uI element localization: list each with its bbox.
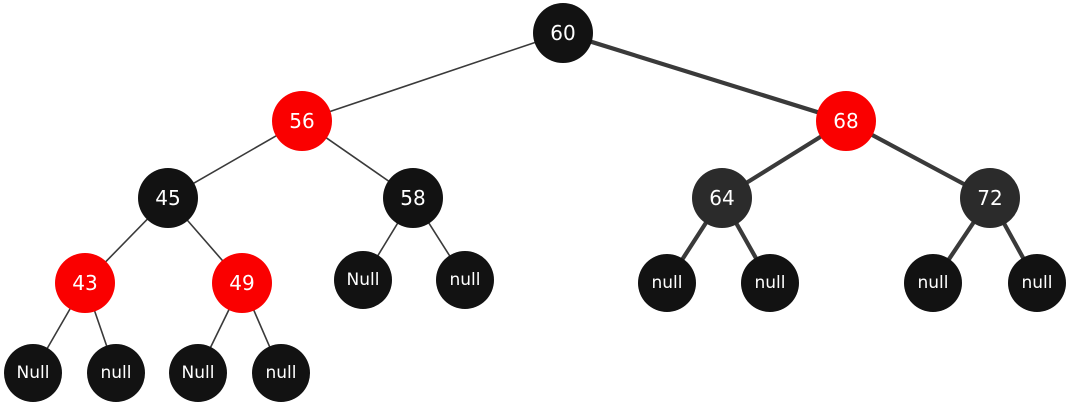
tree-leaf-node[interactable]: null [1008,254,1066,312]
tree-node-label: null [265,362,297,383]
tree-node-60[interactable]: 60 [533,3,593,63]
tree-edge [324,136,391,183]
tree-node-45[interactable]: 45 [138,168,198,228]
tree-node-56[interactable]: 56 [272,91,332,151]
tree-edge [945,219,977,263]
tree-leaf-node[interactable]: null [87,344,145,402]
tree-edge [868,132,968,187]
tree-leaf-node[interactable]: null [638,254,696,312]
tree-edge [185,218,225,263]
tree-node-label: 43 [72,271,98,295]
tree-edge [743,133,825,186]
tree-node-58[interactable]: 58 [383,168,443,228]
tree-node-label: null [754,272,786,293]
tree-edge [427,220,452,258]
tree-leaf-node[interactable]: null [904,254,962,312]
tree-edge [209,307,231,350]
tree-node-49[interactable]: 49 [212,253,272,313]
tree-edge [93,308,109,349]
tree-node-label: null [100,362,132,383]
tree-edge [327,41,538,113]
tree-node-43[interactable]: 43 [55,253,115,313]
tree-edge [679,219,709,263]
tree-leaf-node[interactable]: null [741,254,799,312]
tree-node-label: Null [16,362,50,383]
tree-node-label: Null [181,362,215,383]
tree-node-label: null [917,272,949,293]
tree-edge [376,221,400,258]
tree-node-label: Null [346,269,380,290]
tree-node-label: 45 [155,186,181,210]
tree-node-label: null [1021,272,1053,293]
tree-node-label: 58 [400,186,426,210]
tree-node-label: 72 [977,186,1003,210]
tree-node-68[interactable]: 68 [816,91,876,151]
tree-leaf-node[interactable]: null [252,344,310,402]
tree-node-64[interactable]: 64 [692,168,752,228]
tree-leaf-node[interactable]: Null [334,251,392,309]
tree-node-label: 68 [833,109,859,133]
tree-node-label: 60 [550,21,576,45]
tree-node-label: 56 [289,109,315,133]
tree-leaf-node[interactable]: Null [169,344,227,402]
tree-node-label: null [651,272,683,293]
tree-node-label: 49 [229,271,255,295]
tree-edge [252,307,272,350]
tree-edge [103,217,150,264]
tree-edge [45,306,72,351]
tree-edge [587,39,822,115]
tree-leaf-node[interactable]: Null [4,344,62,402]
tree-edge [1001,220,1027,262]
tree-node-label: 64 [709,186,735,210]
tree-edge [191,134,279,185]
tree-edge [733,220,759,262]
tree-leaf-node[interactable]: null [436,251,494,309]
tree-node-label: null [449,269,481,290]
tree-node-72[interactable]: 72 [960,168,1020,228]
